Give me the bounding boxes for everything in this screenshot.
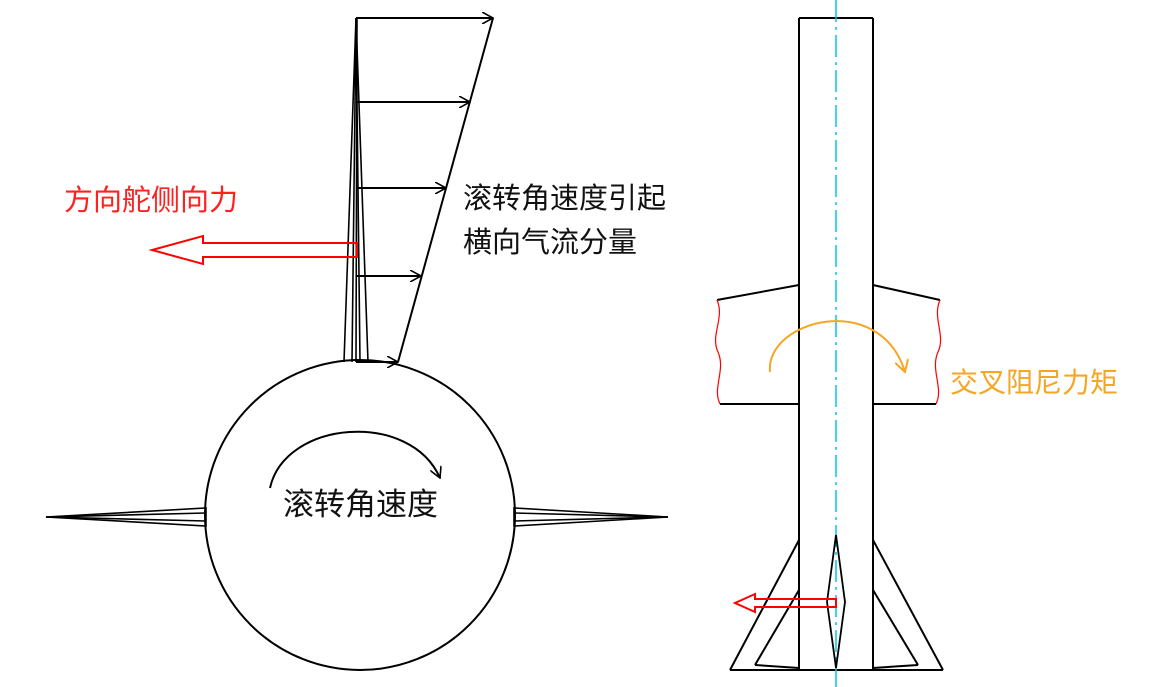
tail-fins: [729, 539, 944, 671]
damping-moment-arrow: [768, 320, 905, 372]
velocity-profile: [356, 18, 493, 362]
rudder-side-force-label: 方向舵侧向力: [64, 183, 239, 217]
side-force-arrow-small: [732, 592, 837, 614]
left-wing-section: [716, 284, 800, 405]
right-wing-cut: [934, 299, 942, 405]
roll-induced-flow-label-line1: 滚转角速度引起: [463, 181, 667, 215]
roll-rate-arrow: [269, 430, 440, 489]
vertical-tail: [343, 17, 369, 363]
right-wing: [513, 507, 669, 527]
roll-induced-flow-label-line2: 横向气流分量: [463, 225, 638, 259]
rudder-force-arrow: [148, 234, 358, 266]
left-wing: [45, 507, 207, 527]
cross-damping-moment-label: 交叉阻尼力矩: [950, 366, 1119, 399]
left-wing-cut: [714, 299, 722, 405]
right-wing-section: [872, 284, 941, 405]
roll-rate-label: 滚转角速度: [283, 487, 438, 523]
rudder-edge-view: [826, 534, 846, 669]
